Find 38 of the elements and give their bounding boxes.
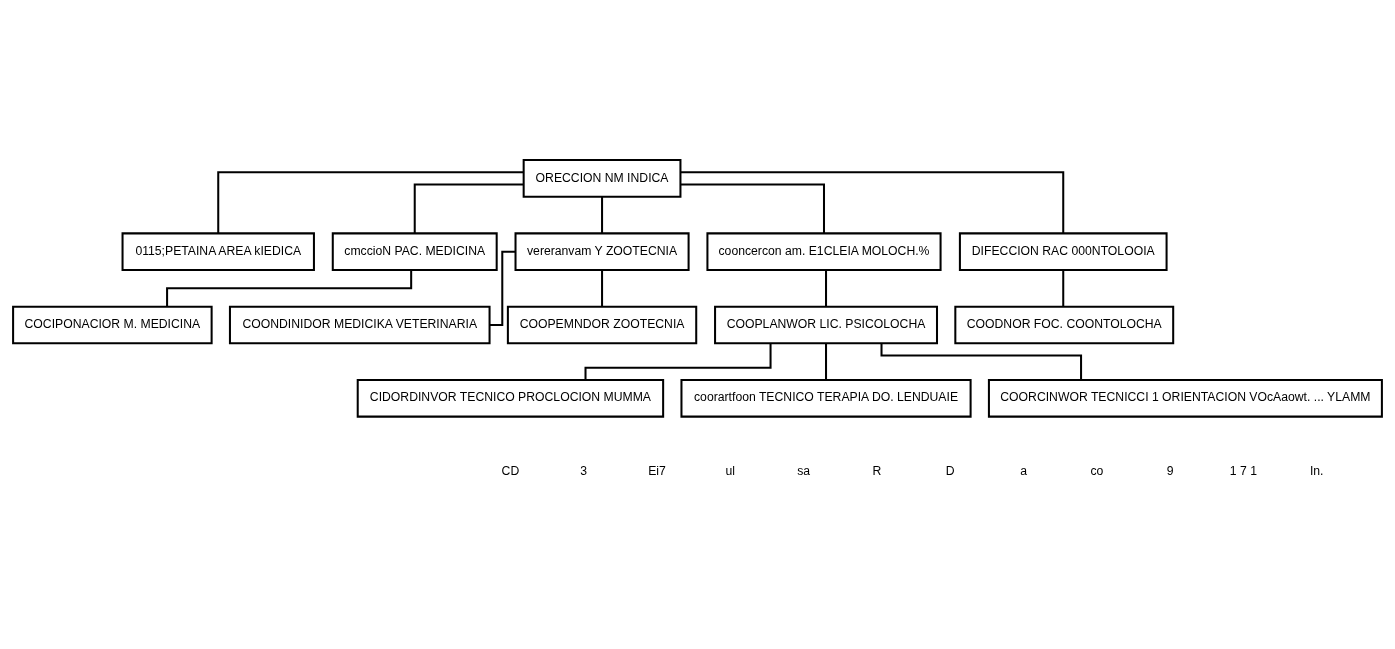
label: co [1090,463,1104,478]
connector [680,170,1065,233]
label: R [872,463,882,478]
node-box: vereranvam Y ZOOTECNIA [514,231,690,271]
node-box: cmccioN PAC. MEDICINA [331,231,498,271]
label: CD [501,463,520,478]
connector [1062,269,1065,306]
label: D [945,463,955,478]
label: 1 7 1 [1229,463,1258,478]
node-box: coorartfoon TECNICO TERAPIA DO. LENDUAIE [680,378,972,418]
label: a [1020,463,1027,478]
label: In. [1309,463,1324,478]
label: 3 [580,463,588,478]
connector [413,183,524,233]
connector [680,183,825,233]
node-box: COOPEMNDOR ZOOTECNIA [506,305,698,344]
label: ul [725,463,736,478]
connector [825,343,828,380]
connector [217,170,524,233]
connector [880,342,1083,380]
label: 9 [1166,463,1174,478]
label: sa [797,463,811,478]
connector [825,269,828,306]
node-box: cooncercon am. E1CLEIA MOLOCH.% [706,231,942,271]
connector [584,342,772,380]
node-box: DIFECCION RAC 000NTOLOOIA [958,231,1168,271]
node-box: 0115;PETAINA AREA kIEDICA [121,231,315,271]
node-box: COORCINWOR TECNICCI 1 ORIENTACION VOcAaowt. ... YLAMM [987,378,1383,418]
node-box: COODNOR FOC. COONTOLOCHA [954,305,1175,344]
label: Ei7 [648,463,666,478]
connector [489,250,516,326]
node-box: COCIPONACIOR M. MEDICINA [12,305,213,344]
connector [601,196,604,233]
node-box: ORECCION NM INDICA [522,158,682,198]
node-box: COOPLANWOR LIC. PSICOLOCHA [714,305,938,344]
connector [601,269,604,306]
node-box: COONDINIDOR MEDICIKA VETERINARIA [228,305,491,344]
node-box: CIDORDINVOR TECNICO PROCLOCION MUMMA [356,378,665,418]
